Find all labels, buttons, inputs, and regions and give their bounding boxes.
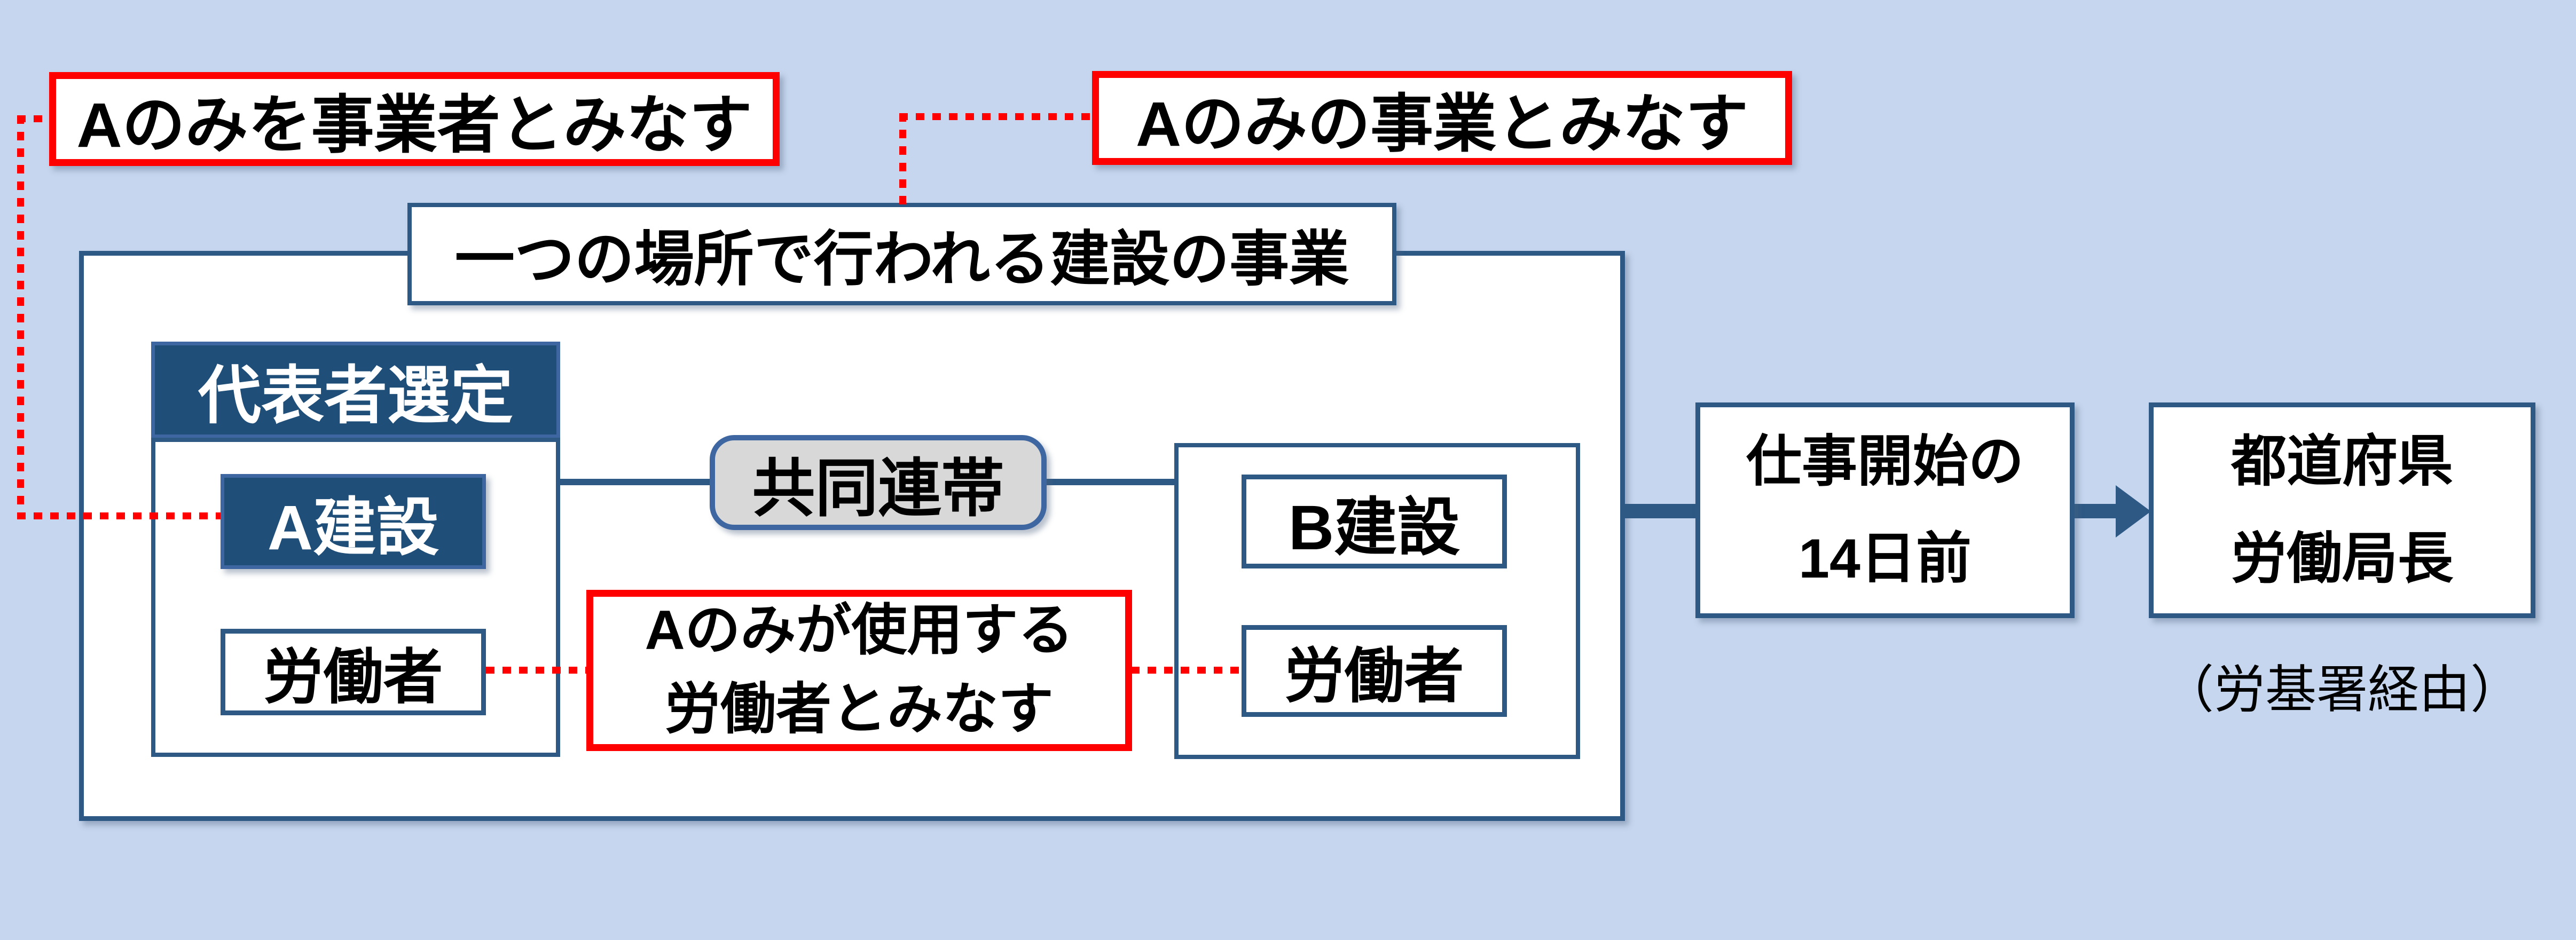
dotted-deemed-employer-segment-to-company-a bbox=[17, 512, 221, 519]
deemed-employer-note-label: Aのみを事業者とみなす bbox=[76, 90, 752, 161]
company-b-box: B建設 bbox=[1242, 475, 1507, 568]
deemed-workers-line2: 労働者とみなす bbox=[664, 678, 1054, 740]
labour-bureau-box: 都道府県 労働局長 bbox=[2149, 402, 2535, 618]
workers-b-box: 労働者 bbox=[1242, 625, 1507, 717]
workers-a-label: 労働者 bbox=[263, 644, 443, 710]
connector-representative-to-joint bbox=[559, 479, 712, 485]
via-labour-office-label: （労基署経由） bbox=[2163, 661, 2522, 718]
dotted-deemed-note-to-workers-b bbox=[1131, 667, 1242, 674]
deadline-box: 仕事開始の 14日前 bbox=[1695, 402, 2075, 618]
company-a-box: A建設 bbox=[221, 474, 486, 569]
workers-b-label: 労働者 bbox=[1284, 643, 1464, 709]
dotted-workers-a-to-deemed-note bbox=[486, 667, 586, 674]
representative-header: 代表者選定 bbox=[151, 342, 560, 438]
dotted-deemed-business-segment-horizontal bbox=[899, 113, 1092, 120]
deemed-workers-line1: Aのみが使用する bbox=[645, 599, 1074, 662]
company-a-label: A建設 bbox=[267, 492, 439, 563]
via-labour-office-note: （労基署経由） bbox=[2139, 650, 2545, 720]
dotted-deemed-employer-segment-vertical bbox=[17, 115, 24, 519]
arrow-right-icon bbox=[2116, 485, 2151, 538]
joint-liability-box: 共同連帯 bbox=[710, 435, 1047, 530]
company-b-label: B建設 bbox=[1288, 492, 1460, 563]
deemed-employer-note: Aのみを事業者とみなす bbox=[49, 72, 780, 166]
bureau-line1: 都道府県 bbox=[2231, 431, 2453, 493]
deadline-line2: 14日前 bbox=[1799, 528, 1972, 590]
connector-site-to-deadline bbox=[1623, 504, 1699, 518]
deemed-business-note: Aのみの事業とみなす bbox=[1092, 71, 1792, 165]
site-title-label: 一つの場所で行われる建設の事業 bbox=[454, 226, 1349, 293]
arrow-deadline-to-bureau-shaft bbox=[2074, 504, 2120, 518]
dotted-deemed-business-segment-to-title bbox=[899, 113, 906, 205]
dotted-deemed-employer-segment-top bbox=[17, 115, 49, 122]
representative-header-label: 代表者選定 bbox=[198, 361, 513, 431]
bureau-line2: 労働局長 bbox=[2231, 528, 2453, 590]
site-title-box: 一つの場所で行われる建設の事業 bbox=[407, 203, 1396, 305]
joint-liability-label: 共同連帯 bbox=[752, 453, 1004, 524]
deemed-business-note-label: Aのみの事業とみなす bbox=[1135, 89, 1749, 160]
deadline-line1: 仕事開始の bbox=[1746, 431, 2024, 493]
workers-a-box: 労働者 bbox=[221, 629, 486, 715]
connector-joint-to-company-b bbox=[1044, 479, 1176, 485]
deemed-workers-note: Aのみが使用する 労働者とみなす bbox=[586, 590, 1132, 751]
